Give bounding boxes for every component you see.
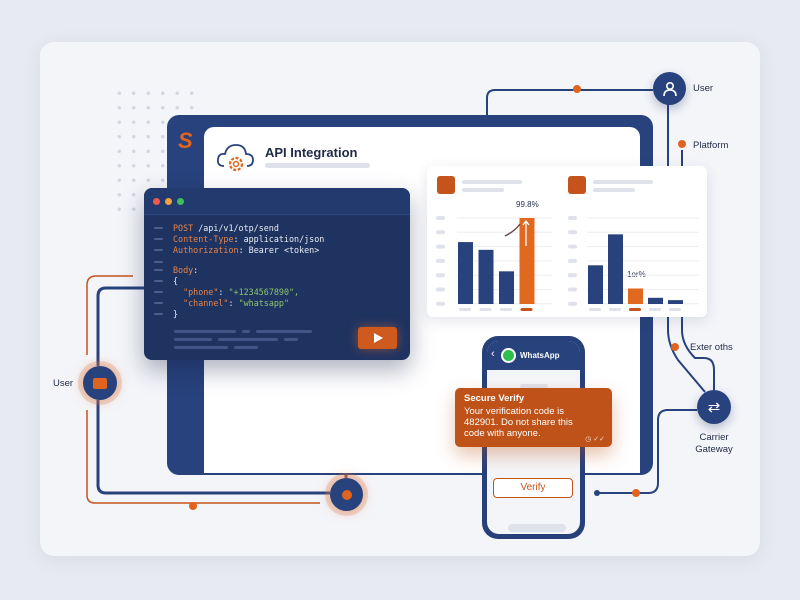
x-tick (609, 308, 621, 311)
run-button[interactable] (358, 327, 397, 349)
app-name: WhatsApp (520, 351, 560, 360)
close-dot[interactable] (153, 198, 160, 205)
whatsapp-header: ‹ WhatsApp (487, 341, 580, 370)
subtitle-placeholder (265, 163, 370, 168)
x-tick (629, 308, 641, 311)
trend-arrow (504, 223, 521, 237)
logo-icon: S (178, 128, 193, 153)
chart-bar (628, 288, 643, 304)
wallet-icon (93, 377, 107, 389)
rocket-node[interactable] (330, 478, 363, 511)
chart-bar (499, 271, 514, 304)
whatsapp-icon (501, 348, 516, 363)
chart-bar (668, 300, 683, 304)
code-line: POST /api/v1/otp/send (173, 223, 279, 233)
user-label: User (53, 378, 74, 389)
chart-bar (588, 265, 603, 304)
bar-chart-icon (437, 176, 455, 194)
code-line: Authorization: Bearer <token> (173, 245, 320, 255)
cloud-gear-icon (216, 144, 254, 172)
code-line: } (173, 309, 179, 319)
code-line: Body: (173, 265, 199, 275)
code-line: Content-Type: application/json (173, 234, 325, 244)
page-title: API Integration (265, 145, 358, 160)
chart-value-label: 99.8% (516, 200, 539, 209)
x-tick (589, 308, 601, 311)
code-line: "channel": "whatsapp" (173, 298, 289, 308)
gateway-label: Gateway (695, 444, 733, 455)
user-wallet-node[interactable] (83, 366, 117, 400)
read-receipt-icon: ◷ ✓✓ (585, 436, 605, 443)
chart-value-label: 1or% (627, 270, 646, 279)
x-tick (649, 308, 661, 311)
code-line: "phone": "+1234567890", (173, 287, 300, 297)
user-label: User (693, 83, 714, 94)
user-node[interactable] (653, 72, 686, 105)
minimize-dot[interactable] (165, 198, 172, 205)
x-tick (479, 308, 492, 311)
user-icon (662, 81, 677, 96)
external-label: Exter oths (690, 342, 733, 353)
maximize-dot[interactable] (177, 198, 184, 205)
swap-icon: ⇄ (707, 399, 721, 416)
chart-bar (478, 249, 494, 304)
platform-label: Platform (693, 140, 729, 151)
bar-chart-icon (568, 176, 586, 194)
up-arrow-icon (522, 219, 530, 246)
x-tick (669, 308, 681, 311)
analytics-panel: 99.8% 1or% (427, 166, 707, 317)
chart-bar (519, 218, 535, 304)
x-tick (520, 308, 533, 311)
play-icon (374, 333, 383, 343)
chart-bar (648, 297, 663, 304)
x-tick (459, 308, 471, 311)
code-line: { (173, 276, 179, 286)
carrier-gateway-node[interactable]: ⇄ (697, 390, 731, 424)
bar-charts (436, 216, 699, 311)
chart-bar (608, 234, 623, 304)
rocket-icon (341, 489, 352, 500)
carrier-label: Carrier (699, 432, 729, 443)
message-title: Secure Verify (464, 393, 525, 404)
verify-button[interactable]: Verify (493, 478, 573, 498)
message-body: Your verification code is 482901. Do not… (464, 406, 573, 439)
back-icon[interactable]: ‹ (491, 348, 495, 360)
otp-message: Secure Verify Your verification code is … (455, 388, 612, 447)
chart-bar (458, 242, 473, 304)
x-tick (500, 308, 512, 311)
code-window-header (144, 188, 410, 215)
